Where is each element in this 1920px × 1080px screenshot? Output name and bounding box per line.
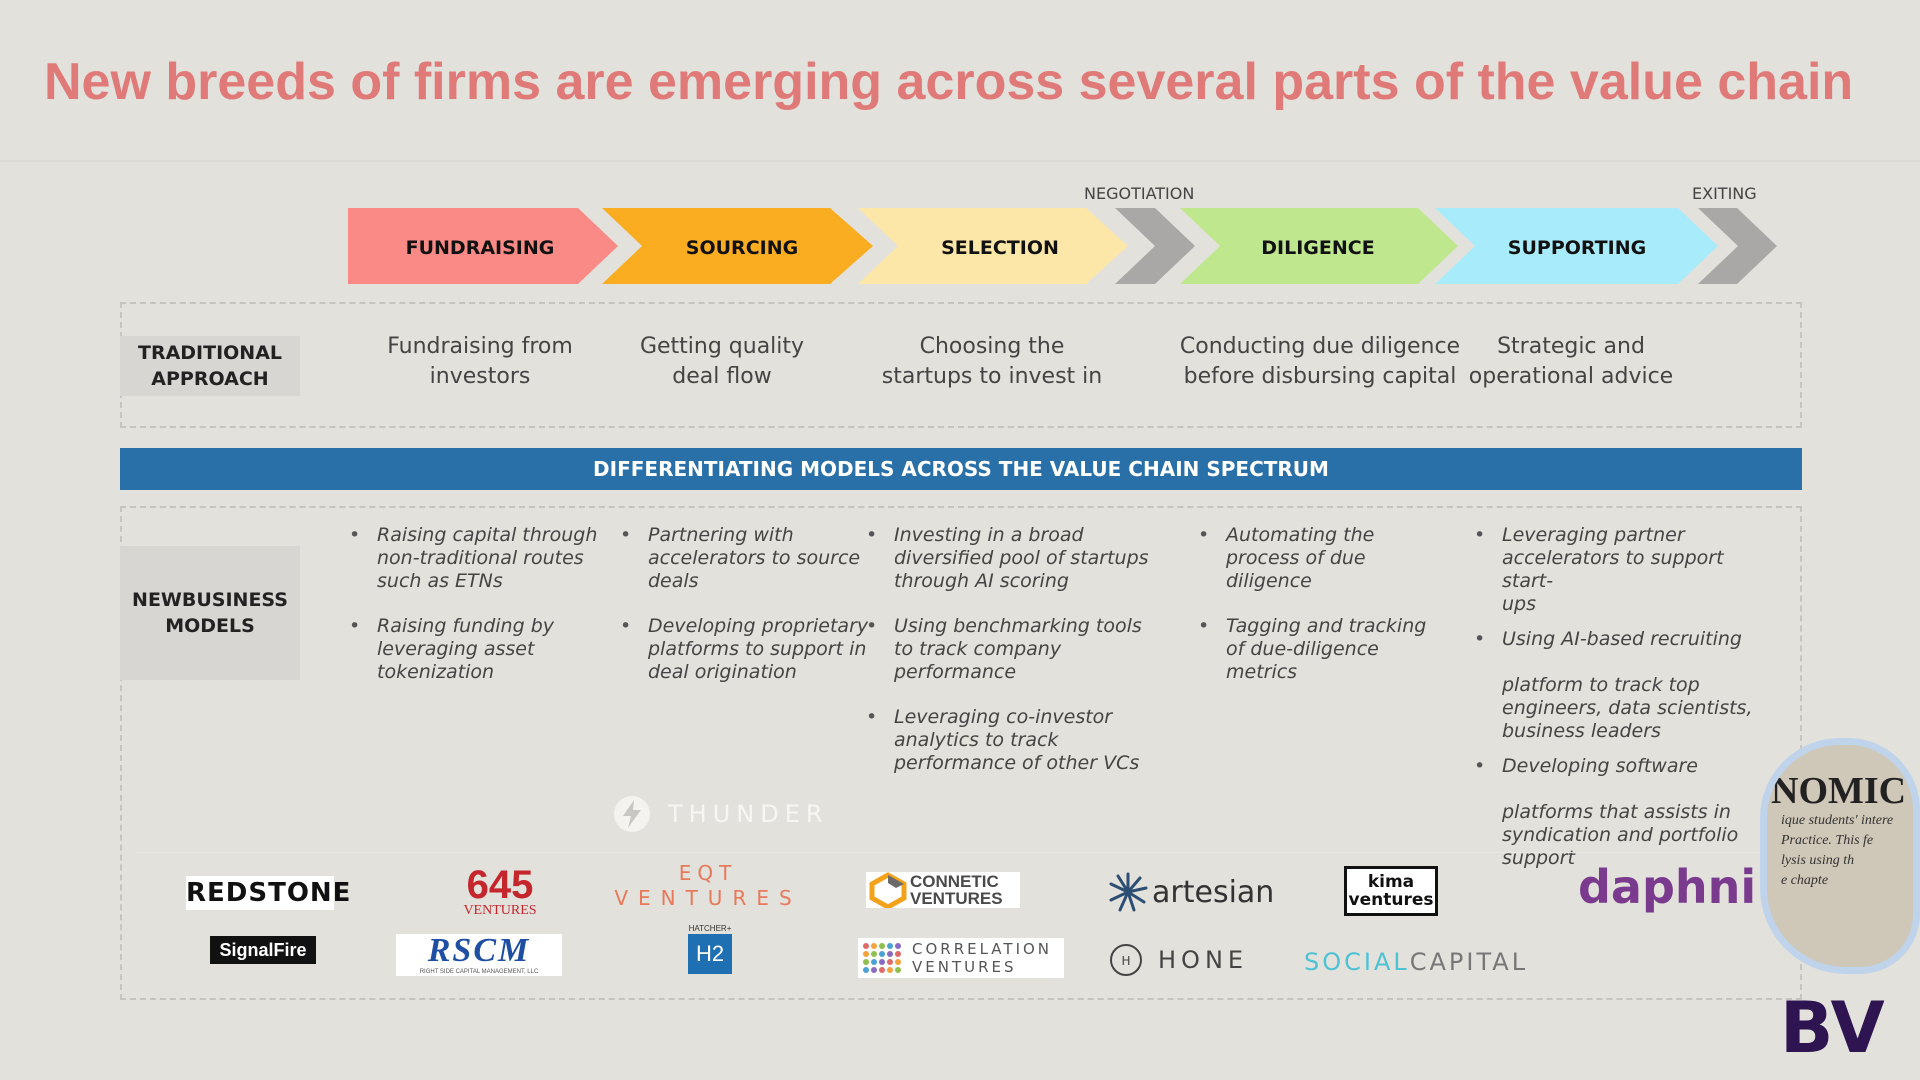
list-item: Developing proprietary platforms to supp…: [620, 615, 870, 684]
kima-logo-line1: kima: [1367, 872, 1415, 892]
hone-logo-text: HONE: [1158, 946, 1249, 974]
artesian-logo: artesian: [1106, 870, 1274, 914]
645-logo-number: 645: [466, 863, 534, 907]
signalfire-logo: SignalFire: [210, 936, 316, 964]
negotiation-label: NEGOTIATION: [1084, 184, 1195, 203]
list-item: Tagging and tracking of due-diligence me…: [1198, 615, 1448, 684]
traditional-item-selection: Choosing the startups to invest in: [881, 334, 1103, 389]
correlation-ventures-logo: CORRELATION VENTURES: [858, 938, 1064, 978]
list-item: Using AI-based recruiting platform to tr…: [1474, 628, 1774, 743]
logos-divider: [136, 852, 1780, 853]
sticker-heading: NOMIC: [1771, 770, 1907, 812]
redstone-logo: REDSTONE: [186, 876, 352, 910]
list-item: Developing software platforms that assis…: [1474, 755, 1774, 870]
social-capital-logo-part2: CAPITAL: [1409, 948, 1529, 976]
new-models-list-diligence: Automating the process of due diligence …: [1198, 524, 1448, 706]
list-item: Automating the process of due diligence: [1198, 524, 1448, 593]
value-chain-arrows: FUNDRAISING SOURCING SELECTION DILIGENCE…: [348, 208, 1777, 284]
section-band: DIFFERENTIATING MODELS ACROSS THE VALUE …: [120, 448, 1802, 490]
artesian-burst-icon: [1109, 872, 1148, 912]
new-models-list-selection: Investing in a broad diversified pool of…: [866, 524, 1186, 797]
eqt-logo-text: EQT: [678, 861, 738, 885]
header-divider: [0, 160, 1920, 162]
hatcher-h2-logo: HATCHER+ H2: [688, 924, 732, 974]
negotiation-connector: [1115, 208, 1195, 284]
thunder-logo: THUNDER: [612, 794, 829, 834]
new-models-list-supporting: Leveraging partner accelerators to suppo…: [1474, 524, 1774, 892]
list-item: Raising capital through non-traditional …: [349, 524, 599, 593]
list-item: Raising funding by leveraging asset toke…: [349, 615, 599, 684]
correlation-dots-icon: [863, 943, 901, 973]
stage-arrow-selection: [858, 208, 1128, 284]
connetic-logo-line2: VENTURES: [910, 889, 1003, 908]
exiting-connector: [1698, 208, 1777, 284]
list-item: Investing in a broad diversified pool of…: [866, 524, 1186, 593]
hone-logo: H HONE: [1108, 942, 1248, 978]
stage-arrow-fundraising: [348, 208, 618, 284]
exiting-label: EXITING: [1692, 184, 1757, 203]
connetic-logo-line1: CONNETIC: [910, 872, 999, 891]
645-logo-sub: VENTURES: [463, 903, 537, 918]
list-item: Partnering with accelerators to source d…: [620, 524, 870, 593]
sticker-body: ique students' intere Practice. This fe …: [1781, 813, 1894, 888]
rscm-logo-sub: RIGHT SIDE CAPITAL MANAGEMENT, LLC: [419, 969, 539, 975]
eqt-logo-sub: VENTURES: [614, 886, 802, 910]
social-capital-logo: SOCIALCAPITAL: [1304, 948, 1528, 976]
eqt-ventures-logo: EQT VENTURES: [610, 862, 806, 912]
kima-logo-line2: ventures: [1348, 890, 1434, 910]
stage-arrow-diligence: [1180, 208, 1458, 284]
traditional-approach-label: TRADITIONAL APPROACH: [120, 336, 300, 396]
correlation-logo-line1: CORRELATION: [912, 940, 1053, 958]
newspaper-sticker: NOMIC ique students' intere Practice. Th…: [1760, 738, 1920, 974]
traditional-item-supporting: Strategic and operational advice: [1468, 334, 1674, 389]
daphni-logo: daphni: [1578, 860, 1757, 914]
stage-label-sourcing: SOURCING: [686, 237, 798, 259]
new-models-list-fundraising: Raising capital through non-traditional …: [349, 524, 599, 706]
stage-arrow-supporting: [1435, 208, 1718, 284]
hatcher-logo-text: HATCHER+: [688, 924, 732, 933]
bv-logo: BV: [1780, 987, 1885, 1069]
connetic-hexagon-icon: [869, 872, 907, 908]
hone-circle-icon: H: [1110, 944, 1142, 976]
new-models-list-sourcing: Partnering with accelerators to source d…: [620, 524, 870, 706]
connetic-ventures-logo: CONNETIC VENTURES: [866, 872, 1020, 908]
new-models-label: NEWBUSINESS MODELS: [120, 546, 300, 680]
h2-logo-text: H2: [688, 934, 732, 974]
traditional-item-sourcing: Getting quality deal flow: [639, 334, 805, 389]
stage-label-diligence: DILIGENCE: [1261, 237, 1374, 259]
traditional-item-fundraising: Fundraising from investors: [387, 334, 573, 389]
stage-arrow-sourcing: [602, 208, 873, 284]
list-item: Leveraging co-investor analytics to trac…: [866, 706, 1186, 775]
rscm-logo: RSCM RIGHT SIDE CAPITAL MANAGEMENT, LLC: [396, 934, 562, 976]
artesian-logo-text: artesian: [1152, 874, 1275, 910]
645-ventures-logo: 645 VENTURES: [460, 863, 540, 918]
kima-ventures-logo: kima ventures: [1344, 866, 1438, 916]
page-title: New breeds of firms are emerging across …: [44, 53, 1854, 111]
thunder-bolt-icon: [614, 796, 650, 832]
correlation-logo-line2: VENTURES: [912, 958, 1017, 976]
list-item: Using benchmarking tools to track compan…: [866, 615, 1186, 684]
list-item: Leveraging partner accelerators to suppo…: [1474, 524, 1774, 616]
stage-label-selection: SELECTION: [941, 237, 1059, 259]
thunder-logo-text: THUNDER: [668, 800, 829, 828]
stage-label-supporting: SUPPORTING: [1508, 237, 1646, 259]
rscm-logo-text: RSCM: [427, 932, 531, 969]
social-capital-logo-part1: SOCIAL: [1304, 948, 1410, 976]
stage-label-fundraising: FUNDRAISING: [406, 237, 555, 259]
svg-text:H: H: [1121, 954, 1130, 968]
traditional-item-diligence: Conducting due diligence before disbursi…: [1179, 334, 1461, 389]
